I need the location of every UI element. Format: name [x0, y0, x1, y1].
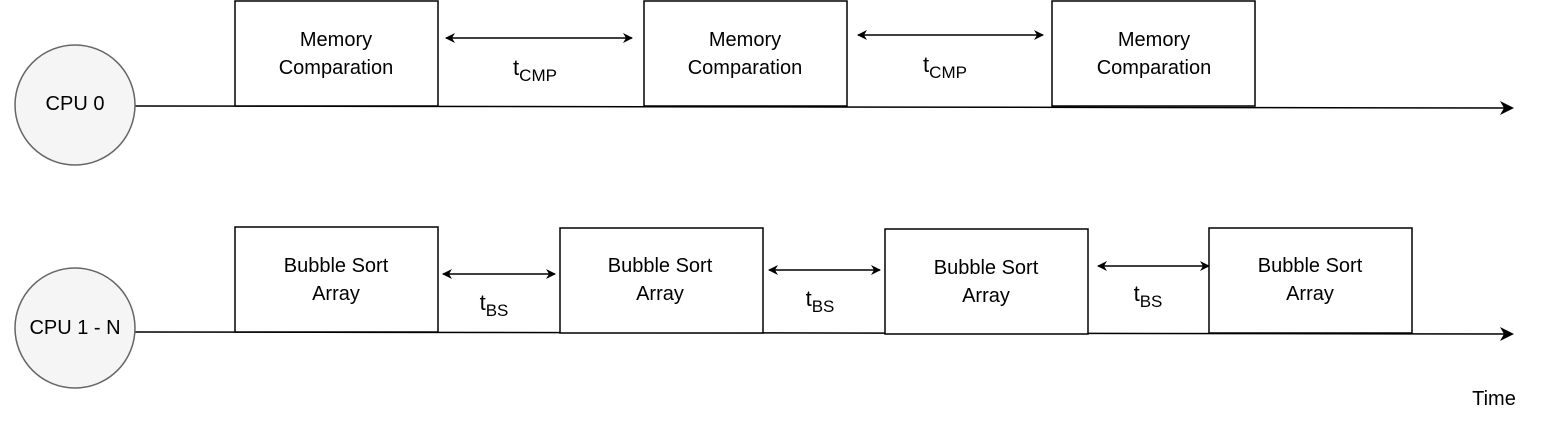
memory-comparation-block-2-line2: Comparation — [688, 57, 803, 79]
tbs-interval-label-3: tBS — [1134, 281, 1163, 311]
cpu1n-axis-arrowhead — [1500, 327, 1514, 341]
cpu0-axis-arrowhead — [1500, 101, 1514, 115]
bubble-sort-block-4 — [1208, 227, 1413, 334]
tbs-interval-label-2: tBS — [806, 286, 835, 316]
tbs-interval-label-1: tBS — [480, 290, 509, 320]
memory-comparation-block-2 — [643, 0, 848, 107]
bubble-sort-block-1-line2: Array — [312, 283, 360, 305]
bubble-sort-block-1-line1: Bubble Sort — [284, 255, 389, 277]
memory-comparation-block-3 — [1051, 0, 1256, 107]
tcmp-interval-label-1: tCMP — [513, 55, 557, 85]
cpu0-label: CPU 0 — [46, 93, 105, 115]
bubble-sort-block-2 — [559, 227, 764, 334]
time-axis-label: Time — [1472, 388, 1516, 410]
cpu0-row: CPU 0 Memory Comparation tCMP Memory Com… — [14, 0, 1514, 166]
tcmp-interval-label-2: tCMP — [923, 52, 967, 82]
memory-comparation-block-3-line1: Memory — [1118, 29, 1190, 51]
bubble-sort-block-4-line2: Array — [1286, 283, 1334, 305]
cpu0-node — [14, 44, 136, 166]
bubble-sort-block-2-line1: Bubble Sort — [608, 255, 713, 277]
bubble-sort-block-3-line2: Array — [962, 285, 1010, 307]
memory-comparation-block-2-line1: Memory — [709, 29, 781, 51]
cpu1n-label: CPU 1 - N — [29, 317, 120, 339]
bubble-sort-block-1 — [234, 226, 439, 333]
bubble-sort-block-3 — [884, 228, 1089, 335]
bubble-sort-block-2-line2: Array — [636, 283, 684, 305]
cpu1n-row: CPU 1 - N Bubble Sort Array tBS Bubble S… — [14, 226, 1514, 389]
memory-comparation-block-1 — [234, 0, 439, 107]
memory-comparation-block-3-line2: Comparation — [1097, 57, 1212, 79]
bubble-sort-block-4-line1: Bubble Sort — [1258, 255, 1363, 277]
bubble-sort-block-3-line1: Bubble Sort — [934, 257, 1039, 279]
memory-comparation-block-1-line1: Memory — [300, 29, 372, 51]
cpu1n-node — [14, 267, 136, 389]
memory-comparation-block-1-line2: Comparation — [279, 57, 394, 79]
